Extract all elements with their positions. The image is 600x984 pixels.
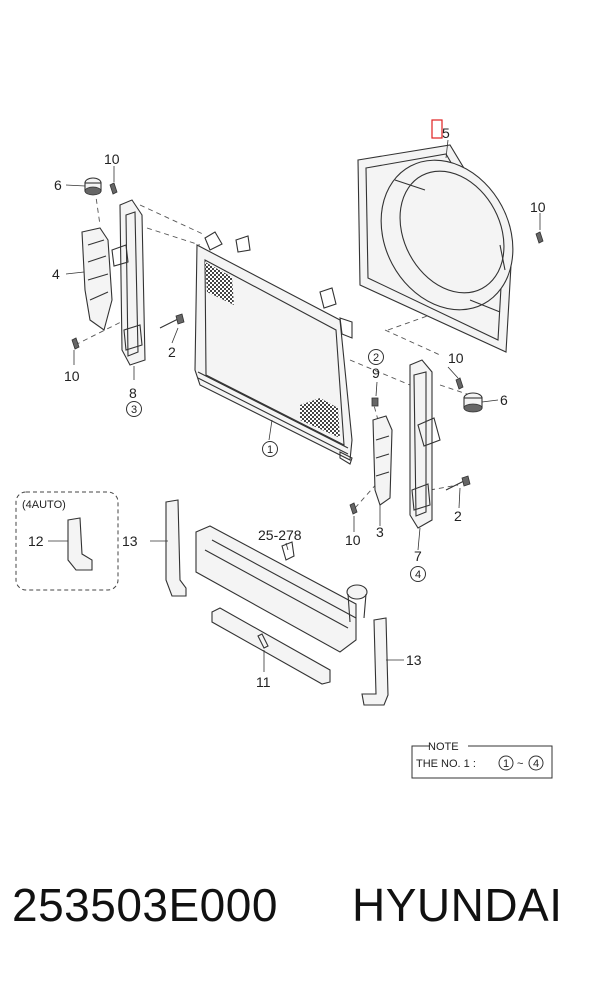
note-prefix: THE NO. 1 : [416,758,476,770]
label-part-6: 6 [54,177,62,193]
note-sep: ~ [517,758,523,770]
label-part-10: 10 [104,151,120,167]
label-part-13: 13 [406,652,422,668]
intercooler[interactable] [195,525,368,653]
note-title: NOTE [428,741,459,753]
inset-title: (4AUTO) [22,499,66,511]
circled-refs: 3 1 2 4 [126,349,426,582]
lower-bracket[interactable] [211,607,331,685]
leader-lines [48,139,541,672]
label-part-13: 13 [122,533,138,549]
svg-text:2: 2 [373,352,379,364]
circled-ref-1: 1 [262,441,278,457]
air-duct-part-12[interactable] [67,517,93,571]
label-part-4: 4 [52,266,60,282]
part-labels: 6 10 4 10 8 2 5 10 10 6 9 2 3 10 7 25-27… [28,125,546,690]
circled-ref-2: 2 [368,349,384,365]
part-number: 253503E000 [12,879,278,931]
label-part-5: 5 [442,125,450,141]
note-to: 4 [533,758,539,770]
left-bracket[interactable] [111,199,146,366]
label-part-6: 6 [500,392,508,408]
label-part-10: 10 [530,199,546,215]
highlight-box [431,119,443,139]
label-part-10: 10 [448,350,464,366]
label-part-25-278: 25-278 [258,527,302,543]
rubber-mount-left[interactable] [84,177,102,196]
svg-text:3: 3 [131,404,137,416]
right-air-guard[interactable] [372,415,393,506]
svg-text:1: 1 [267,444,273,456]
caption: 253503E000 HYUNDAI [0,878,600,948]
brand-name: HYUNDAI [352,879,563,931]
label-part-9: 9 [372,365,380,381]
label-part-3: 3 [376,524,384,540]
label-part-8: 8 [129,385,137,401]
label-part-2: 2 [168,344,176,360]
label-part-7: 7 [414,548,422,564]
svg-text:4: 4 [415,569,421,581]
bolts[interactable] [71,182,544,515]
side-seal-right[interactable] [361,617,389,706]
note-from: 1 [503,758,509,770]
label-part-10: 10 [64,368,80,384]
side-seal-left[interactable] [165,499,187,597]
inset-4auto: (4AUTO) [15,491,119,591]
right-bracket[interactable] [409,359,441,529]
fan-shroud[interactable] [356,137,539,353]
note-box: NOTE THE NO. 1 : 1 ~ 4 [411,741,553,779]
label-part-12: 12 [28,533,44,549]
label-part-2: 2 [454,508,462,524]
radiator[interactable] [194,231,353,465]
left-air-guard[interactable] [81,227,113,331]
circled-ref-3: 3 [126,401,142,417]
label-part-10: 10 [345,532,361,548]
circled-ref-4: 4 [410,566,426,582]
label-part-11: 11 [256,674,271,690]
rubber-mount-right[interactable] [463,392,483,413]
